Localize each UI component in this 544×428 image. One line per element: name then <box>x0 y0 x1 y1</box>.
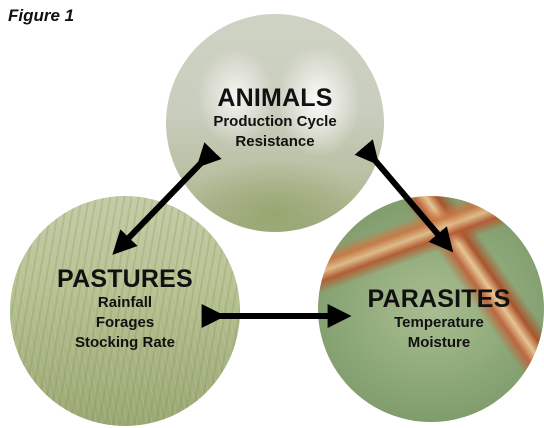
arrow-animals-parasites <box>373 158 447 245</box>
animals-node: ANIMALS Production Cycle Resistance <box>166 84 384 152</box>
pastures-line: Rainfall <box>10 293 240 313</box>
parasites-line: Temperature <box>326 313 544 333</box>
parasites-node: PARASITES Temperature Moisture <box>326 285 544 353</box>
pastures-line: Stocking Rate <box>10 333 240 353</box>
pastures-node: PASTURES Rainfall Forages Stocking Rate <box>10 265 240 353</box>
animals-line: Production Cycle <box>166 112 384 132</box>
animals-line: Resistance <box>166 132 384 152</box>
pastures-title: PASTURES <box>10 265 240 293</box>
animals-title: ANIMALS <box>166 84 384 112</box>
pastures-line: Forages <box>10 313 240 333</box>
parasites-title: PARASITES <box>326 285 544 313</box>
parasites-line: Moisture <box>326 333 544 353</box>
arrow-animals-pastures <box>119 161 203 248</box>
